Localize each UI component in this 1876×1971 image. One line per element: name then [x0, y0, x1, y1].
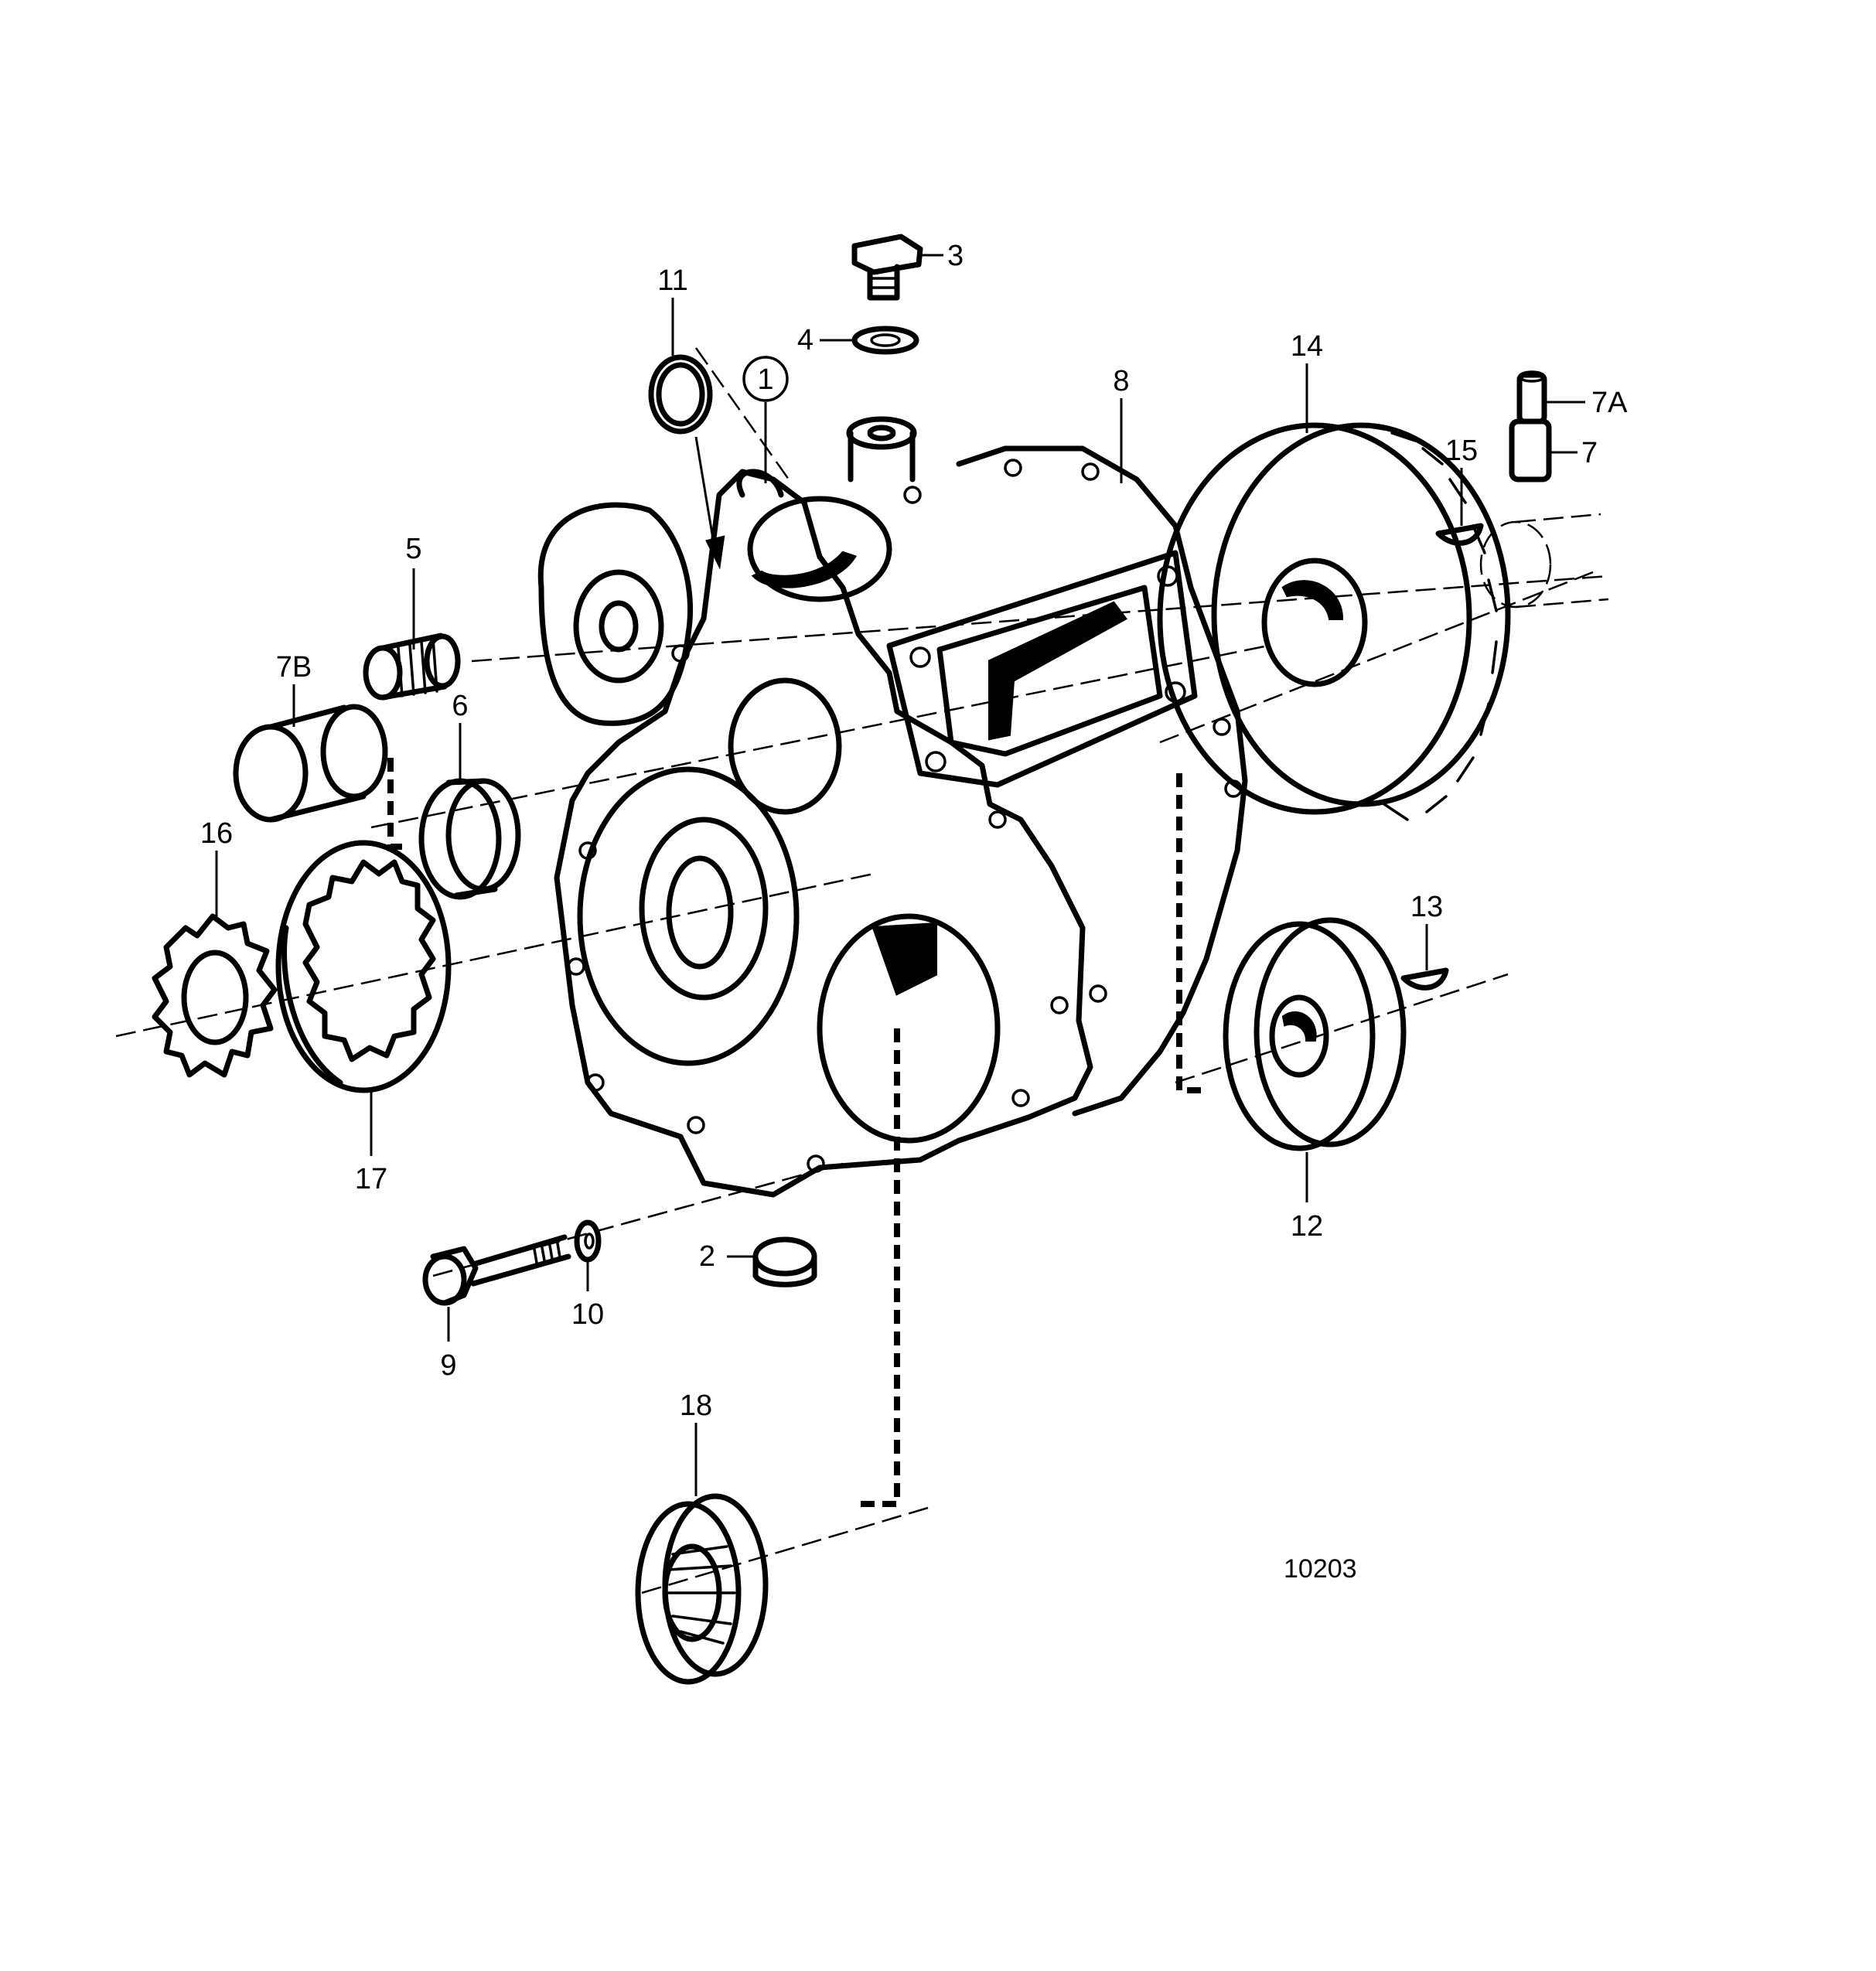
callout-13: 13: [1410, 891, 1443, 923]
threaded-nipple: [363, 633, 461, 701]
callout-7b: 7B: [276, 651, 312, 684]
woodruff-key-15: [1435, 523, 1484, 546]
shaft-pin: [1509, 370, 1552, 483]
oil-pump-inner-rotor: [152, 913, 278, 1078]
camshaft-end: [1479, 513, 1609, 609]
idler-gear: [635, 1493, 769, 1685]
callout-6: 6: [452, 690, 468, 722]
callout-labels: 1 2 3 4 5 6 7 7A 7B 8 9 10 11 12 13 14 1…: [200, 240, 1628, 1422]
callout-10: 10: [571, 1298, 604, 1331]
o-ring: [648, 354, 713, 435]
leader-lines: [215, 254, 1585, 1496]
callout-16: 16: [200, 817, 233, 850]
callout-12: 12: [1291, 1210, 1323, 1243]
assembly-axis-lines: [115, 347, 1609, 1594]
washer: [574, 1219, 602, 1263]
assembly-dashed-lines: [387, 758, 1206, 1507]
callout-8: 8: [1113, 365, 1129, 397]
hex-bolt: [422, 1234, 571, 1306]
camshaft-gear: [1157, 422, 1511, 821]
callout-18: 18: [680, 1390, 712, 1422]
callout-11: 11: [657, 264, 687, 297]
callout-15: 15: [1445, 435, 1478, 467]
oil-pump-outer-rotor: [275, 840, 452, 1093]
cap-7b: [233, 704, 388, 823]
woodruff-key-13: [1400, 967, 1449, 991]
callout-3: 3: [947, 240, 964, 272]
callout-1-circle: [742, 356, 789, 402]
callout-7: 7: [1581, 437, 1598, 469]
callout-1: 1: [757, 363, 773, 396]
cup-plug: [752, 1236, 817, 1287]
callout-14: 14: [1291, 330, 1323, 363]
drawing-number: 10203: [1284, 1554, 1357, 1584]
seal-ring: [418, 778, 521, 900]
callout-7a: 7A: [1591, 387, 1628, 419]
sealing-washer: [851, 326, 919, 355]
callout-4: 4: [797, 324, 814, 356]
timing-gear-housing: [537, 416, 1093, 1198]
callout-2: 2: [699, 1240, 715, 1273]
callout-5: 5: [405, 533, 421, 565]
pump-mounting-flange: [886, 550, 1198, 788]
callout-9: 9: [440, 1349, 456, 1382]
drain-plug: [851, 234, 923, 301]
callout-17: 17: [355, 1163, 387, 1195]
crankshaft-gear: [1223, 917, 1407, 1151]
housing-bolt-holes: [567, 486, 1069, 1173]
